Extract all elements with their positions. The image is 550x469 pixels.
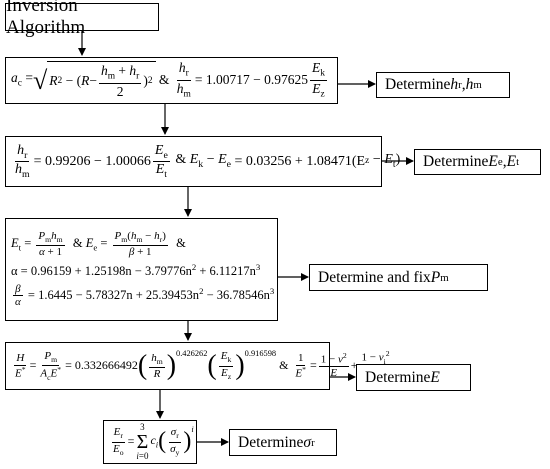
eq1-ac: ac =: [11, 70, 33, 90]
output-box-4: Determine E: [356, 364, 471, 391]
eq1-rhs: = 1.00717 − 0.97625: [194, 72, 308, 88]
title-label: Inversion Algorithm: [6, 0, 86, 38]
eq3-alpha: α = 0.96159 + 1.25198n − 3.79776n2 + 6.1…: [11, 261, 261, 278]
title-box: Inversion Algorithm: [5, 0, 159, 38]
